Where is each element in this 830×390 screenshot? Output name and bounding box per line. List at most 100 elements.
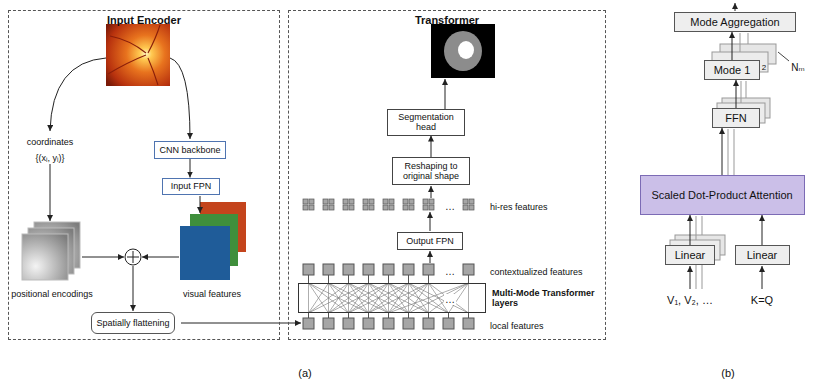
feature-token [383, 318, 394, 329]
label-holder: {(xᵢ, yᵢ)} [36, 147, 65, 165]
panel: TransformerSegmentation headReshaping to… [288, 10, 606, 340]
label-holder: … [444, 289, 456, 307]
attention-line [349, 283, 389, 313]
arrow [181, 323, 301, 324]
box-label: Output FPN [406, 236, 454, 246]
attention-line [309, 283, 329, 313]
arrow [735, 3, 736, 11]
attention-line [369, 283, 429, 313]
connector-arrow [732, 32, 733, 60]
feature-token [343, 199, 348, 204]
feature-token [463, 264, 474, 275]
label-holder: hi-res features [490, 196, 548, 214]
label-holder: K=Q [751, 290, 773, 308]
box-label: Linear [675, 249, 706, 262]
label-holder: contextualized features [490, 261, 583, 279]
attention-line [429, 283, 469, 313]
fundus-image [106, 24, 170, 86]
label-holder: (a) [298, 363, 311, 381]
feature-token [383, 264, 394, 275]
connector-arrow [690, 215, 691, 245]
arrow [50, 164, 51, 221]
feature-token [423, 264, 434, 275]
process-box: Reshaping to original shape [392, 157, 470, 185]
label-holder: (b) [721, 363, 734, 381]
label-holder: positional encodings [11, 283, 93, 301]
process-box: Segmentation head [387, 109, 465, 136]
attention-line [329, 283, 389, 313]
connector-arrow [722, 128, 723, 175]
feature-token [343, 205, 348, 210]
attention-line [329, 283, 369, 313]
stub-line [328, 313, 329, 318]
mask-image [431, 24, 495, 78]
box-label: Reshaping to original shape [397, 161, 465, 182]
attention-line [369, 283, 409, 313]
attention-line [349, 283, 409, 313]
attention-line [369, 283, 409, 313]
stub-line [408, 275, 409, 283]
leader-line [778, 52, 789, 61]
panel-heading: Input Encoder [9, 14, 279, 27]
input-label: coordinates [27, 137, 74, 147]
feature-token [323, 318, 334, 329]
input-label: K=Q [751, 294, 773, 306]
attention-line [389, 283, 449, 313]
feature-token [309, 205, 314, 210]
rounded-box: Spatially flattening [91, 312, 175, 334]
connector-arrow [736, 80, 737, 108]
input-label: V₁, V₂, … [667, 294, 713, 306]
box-label: Linear [747, 249, 778, 262]
box-label: Spatially flattening [96, 318, 169, 328]
attention-line [329, 283, 369, 313]
attention-line [409, 283, 469, 313]
feature-token [423, 318, 434, 329]
attention-line [369, 283, 429, 313]
mask-cup [458, 41, 474, 59]
module-box: Linear [665, 245, 715, 265]
feature-token [369, 205, 374, 210]
stub-line [348, 275, 349, 283]
feature-token [429, 199, 434, 204]
label-holder: coordinates [27, 131, 74, 149]
stub-line [388, 313, 389, 318]
box-label: Input FPN [171, 181, 212, 191]
feature-token [303, 318, 314, 329]
stub-line [308, 313, 309, 318]
feature-token [403, 318, 414, 329]
vessel [108, 55, 146, 74]
feature-token [343, 318, 354, 329]
ellipsis: … [445, 266, 455, 277]
attention-line [309, 283, 369, 313]
label-holder: 2 [762, 56, 766, 74]
parallel-line [696, 216, 702, 240]
stub-line [328, 275, 329, 283]
label-holder: … [445, 261, 455, 279]
feature-token [309, 199, 314, 204]
feature-token [469, 199, 474, 204]
count-label: Nₘ [791, 62, 804, 73]
stub-line [308, 275, 309, 283]
sum-symbol [125, 249, 141, 265]
label-holder: V₁, V₂, … [667, 290, 713, 308]
ellipsis: … [444, 294, 456, 305]
panel-heading: Transformer [289, 14, 605, 27]
feature-token [429, 205, 434, 210]
feature-token [323, 199, 328, 204]
vessels [108, 25, 160, 85]
stub-line [408, 313, 409, 318]
arrow [133, 266, 134, 311]
feature-label: contextualized features [490, 267, 583, 277]
feature-token [369, 199, 374, 204]
stub-line [388, 275, 389, 283]
attention-line [389, 283, 469, 313]
feature-token [303, 199, 308, 204]
feature-token [389, 199, 394, 204]
stub-line [428, 313, 429, 318]
stub-line [428, 275, 429, 283]
attention-line [309, 283, 349, 313]
process-box: CNN backbone [154, 141, 226, 159]
feature-token [383, 205, 388, 210]
arrow [430, 212, 431, 231]
feature-token [443, 318, 454, 329]
